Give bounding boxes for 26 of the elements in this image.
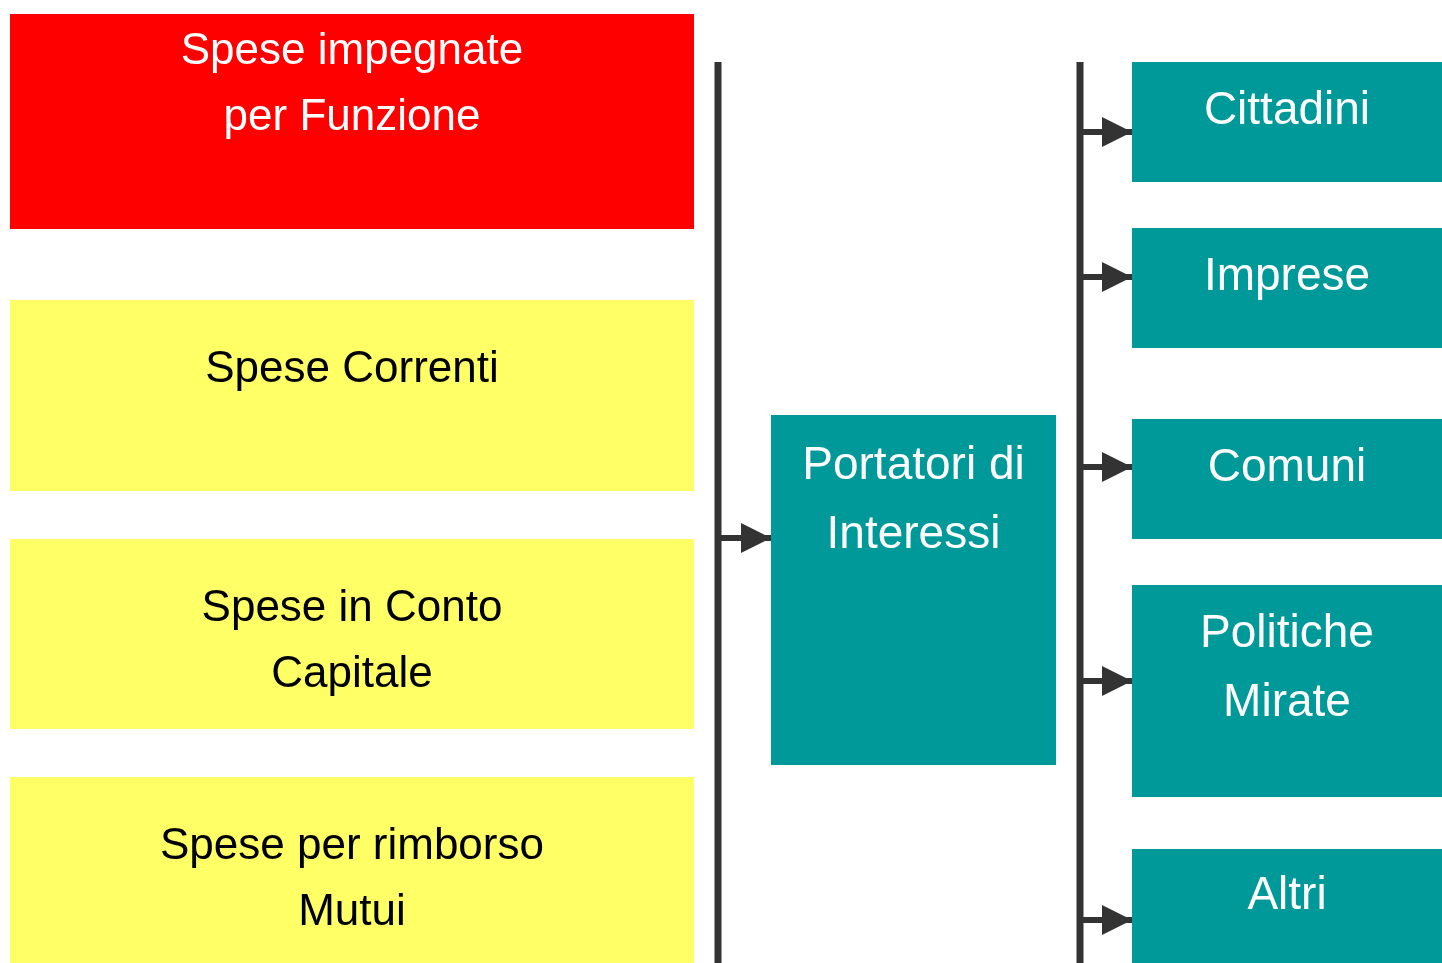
- arrow: [1080, 262, 1132, 292]
- arrow: [1080, 905, 1132, 935]
- stakeholder-box: [1132, 228, 1442, 348]
- arrow: [1080, 117, 1132, 147]
- category-header-box: [10, 14, 694, 229]
- arrow: [718, 523, 771, 553]
- box-label: Imprese: [1203, 247, 1371, 302]
- stakeholder-box: [1132, 585, 1442, 797]
- box-label: Altri: [1247, 866, 1327, 921]
- category-box: [10, 539, 694, 729]
- stakeholder-box: [1132, 419, 1442, 539]
- category-box: [10, 777, 694, 963]
- box-label: Spese per rimborso Mutui: [159, 818, 545, 936]
- box-label: Comuni: [1207, 438, 1367, 493]
- arrow: [1080, 452, 1132, 482]
- arrow: [1080, 666, 1132, 696]
- box-label: Politiche Mirate: [1199, 604, 1375, 728]
- box-label: Spese Correnti: [205, 341, 499, 393]
- stakeholder-box: [1132, 62, 1442, 182]
- box-label: Spese impegnate per Funzione: [179, 23, 525, 141]
- category-box: [10, 300, 694, 491]
- stakeholder-box: [1132, 849, 1442, 963]
- box-label: Portatori di Interessi: [801, 436, 1026, 560]
- stakeholder-box: [771, 415, 1056, 765]
- box-label: Spese in Conto Capitale: [200, 580, 504, 698]
- box-label: Cittadini: [1203, 81, 1371, 136]
